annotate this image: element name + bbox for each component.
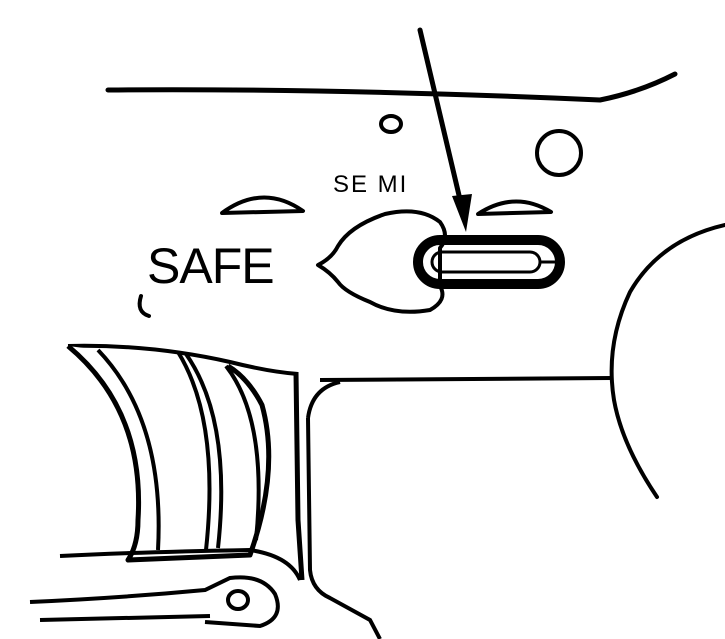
trigger-guard-front <box>293 371 305 581</box>
semi-indicator-mark <box>476 199 553 216</box>
semi-label: SE MI <box>333 171 408 198</box>
selector-lever-slot-inner <box>430 250 542 274</box>
pistol-grip-outline <box>609 223 725 499</box>
trigger-contour-2 <box>176 350 212 551</box>
safe-indicator-mark <box>220 195 305 215</box>
pin-hole-small <box>379 114 403 134</box>
selector-lever-body <box>316 209 447 314</box>
receiver-top-edge <box>105 71 678 103</box>
trigger-contour-3 <box>184 352 224 549</box>
trigger-guard-bottom-3 <box>39 614 211 622</box>
trigger-top-edge <box>67 343 299 376</box>
small-mark <box>137 294 151 318</box>
trigger <box>66 344 272 563</box>
trigger-guard-bottom-2 <box>29 575 280 629</box>
trigger-guard-bottom-1 <box>59 547 302 581</box>
trigger-guard-front-inner <box>306 417 382 639</box>
selector-lever-slot <box>413 235 565 289</box>
trigger-contour-1 <box>96 348 161 551</box>
trigger-contour-4 <box>224 364 261 541</box>
safe-label: SAFE <box>147 238 274 294</box>
trigger-guard-pin <box>226 589 250 611</box>
pointer-arrow-head <box>452 194 472 232</box>
pointer-arrow-shaft <box>417 27 465 211</box>
trigger-guard-corner <box>306 380 341 419</box>
trigger-guard-top-line <box>319 376 613 382</box>
pivot-pin-circle <box>535 129 583 177</box>
